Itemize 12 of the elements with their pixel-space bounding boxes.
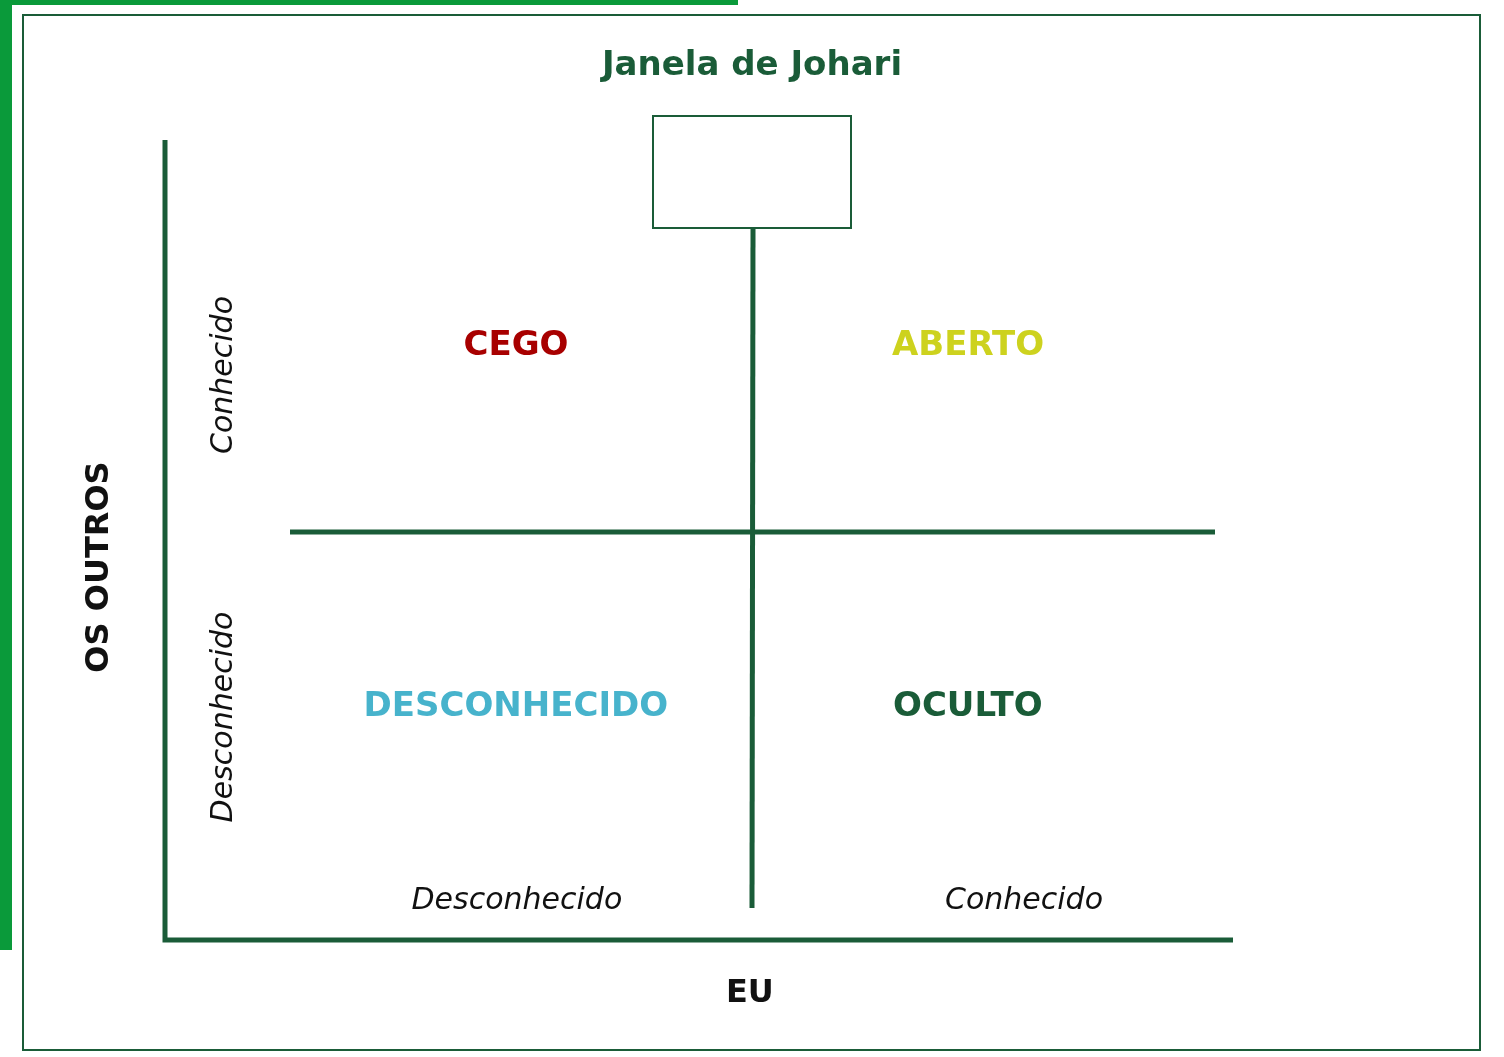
axis-value-label: Desconhecido bbox=[206, 611, 237, 823]
empty-box bbox=[652, 115, 852, 229]
axis-value-label: Conhecido bbox=[945, 884, 1103, 914]
axis-title: OS OUTROS bbox=[80, 461, 113, 673]
diagram-title: Janela de Johari bbox=[599, 46, 904, 80]
axis-value-label: Desconhecido bbox=[411, 884, 623, 914]
quadrant-label: ABERTO bbox=[892, 326, 1045, 360]
quadrant-label: OCULTO bbox=[893, 687, 1043, 721]
quadrant-label: DESCONHECIDO bbox=[363, 687, 669, 721]
axis-title: EU bbox=[726, 975, 774, 1007]
quadrant-label: CEGO bbox=[463, 326, 569, 360]
axis-value-label: Conhecido bbox=[207, 296, 237, 454]
